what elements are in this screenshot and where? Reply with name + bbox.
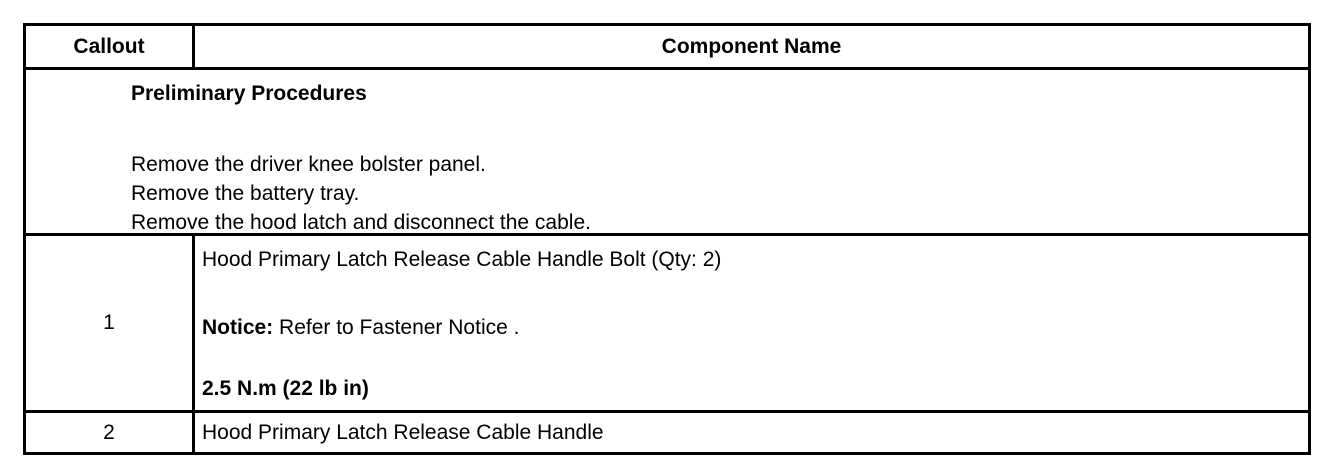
- notice-line: Notice: Refer to Fastener Notice .: [202, 316, 519, 340]
- table-row: 1 Hood Primary Latch Release Cable Handl…: [26, 233, 1308, 410]
- component-name-column-header: Component Name: [661, 34, 842, 58]
- preliminary-procedures-row: Preliminary Procedures Remove the driver…: [26, 67, 1308, 234]
- notice-text: Refer to Fastener Notice .: [273, 316, 520, 339]
- torque-spec: 2.5 N.m (22 lb in): [202, 377, 369, 400]
- callout-column-header: Callout: [26, 26, 195, 67]
- preliminary-step: Remove the hood latch and disconnect the…: [131, 211, 591, 234]
- preliminary-procedures-title: Preliminary Procedures: [131, 82, 367, 105]
- table-row: 2 Hood Primary Latch Release Cable Handl…: [26, 410, 1308, 452]
- table-header-row: Callout Component Name: [26, 26, 1308, 67]
- preliminary-step: Remove the battery tray.: [131, 182, 360, 205]
- callout-number: 1: [26, 236, 195, 410]
- component-cell: Hood Primary Latch Release Cable Handle …: [195, 236, 1308, 410]
- notice-label: Notice:: [202, 316, 274, 339]
- component-name: Hood Primary Latch Release Cable Handle: [202, 420, 604, 444]
- component-table: Callout Component Name Preliminary Proce…: [23, 23, 1311, 455]
- callout-number: 2: [26, 413, 195, 452]
- preliminary-steps-list: Remove the driver knee bolster panel. Re…: [131, 150, 591, 237]
- component-name: Hood Primary Latch Release Cable Handle …: [202, 248, 722, 271]
- preliminary-step: Remove the driver knee bolster panel.: [131, 153, 486, 176]
